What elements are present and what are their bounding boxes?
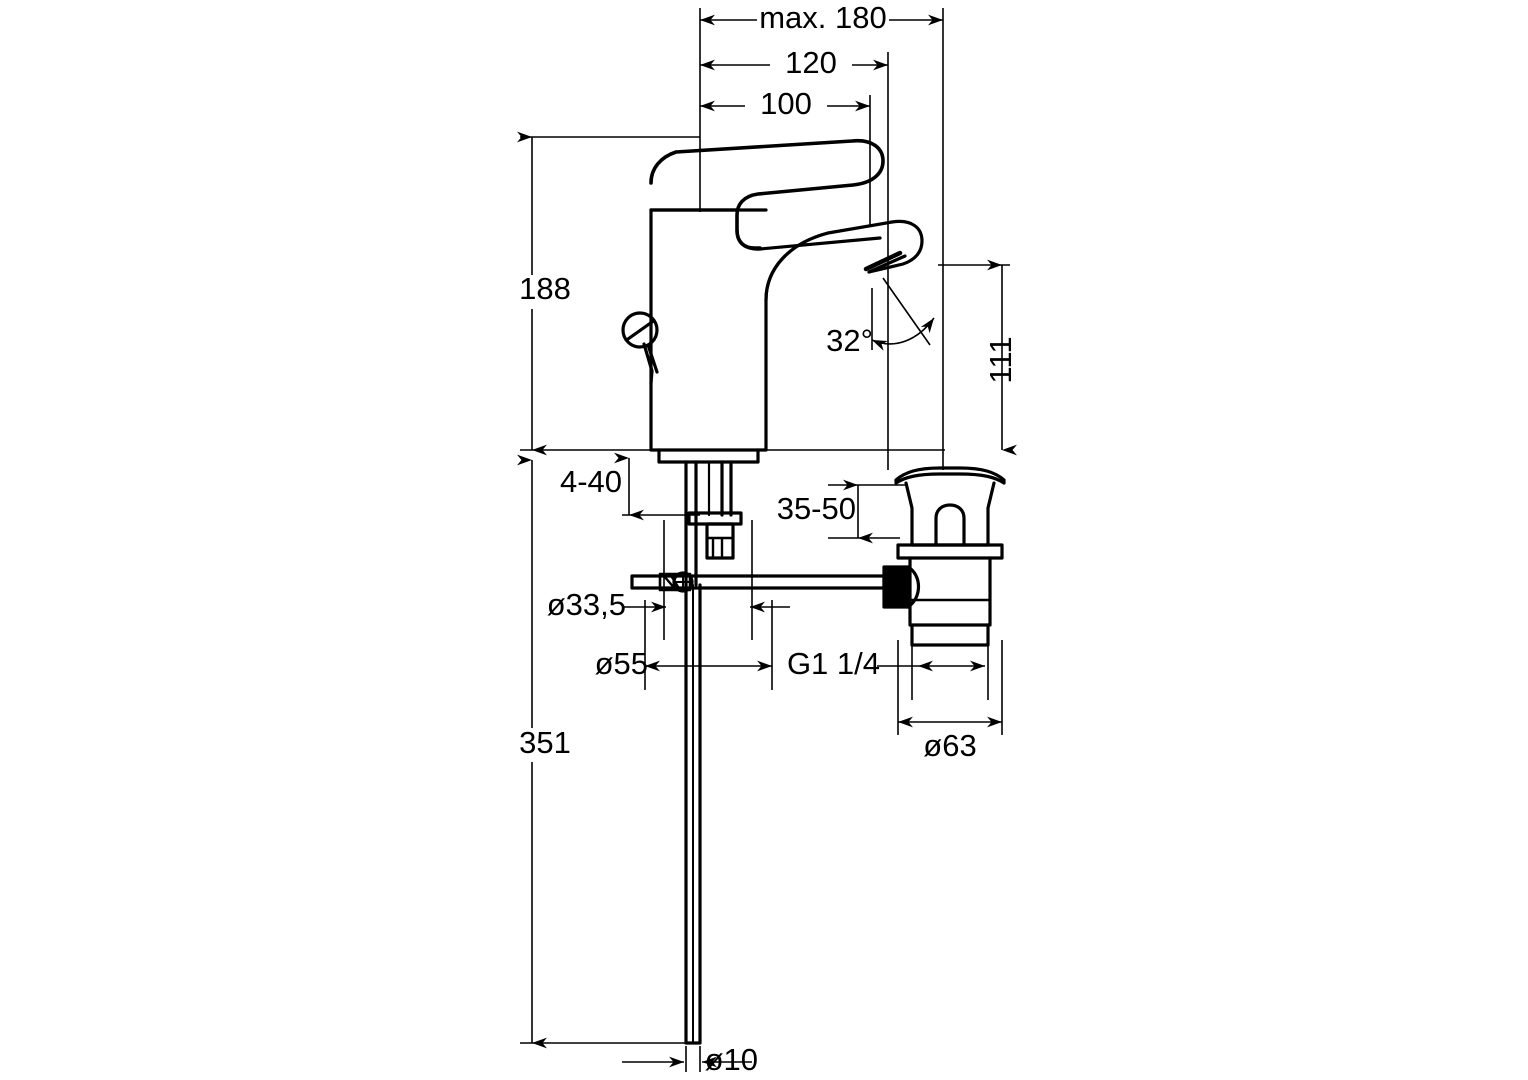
waste-body [908, 556, 992, 627]
leader-32deg [882, 277, 931, 346]
dimension-text-layer: max. 180 120 100 188 111 32° 351 4-40 35… [505, 0, 1018, 1077]
dim-label-351: 351 [519, 725, 571, 760]
dim-label-100: 100 [760, 86, 812, 121]
lever-handle-return [735, 228, 882, 251]
pullrod-stem [642, 342, 654, 385]
dim-label-flange-diameter: ø63 [923, 728, 976, 763]
pullrod-knob-slot [626, 320, 654, 341]
waste-plug-button [934, 503, 966, 547]
spout-tip-face [867, 254, 907, 274]
dim-label-tail-diameter: ø10 [705, 1042, 758, 1077]
lever-handle [649, 138, 885, 250]
dim-label-base-diameter: ø55 [595, 646, 648, 681]
dim-label-120: 120 [785, 45, 837, 80]
base-collar [657, 448, 760, 464]
pullrod-stem2 [646, 343, 659, 374]
lift-rod-clamp [662, 572, 682, 592]
waste-collar [896, 543, 1004, 560]
waste-rod-boss-curve [906, 565, 921, 609]
dim-label-35-50: 35-50 [777, 491, 856, 526]
dim-label-max-180: max. 180 [759, 0, 887, 35]
mounting-washer [687, 511, 743, 526]
waste-body-base [910, 623, 990, 647]
waste-flange [894, 466, 1006, 485]
waste-upper-body [904, 481, 996, 547]
geometry-layer [621, 138, 1006, 1045]
arc-32deg [871, 317, 935, 351]
lift-rod-pivot-cross [673, 572, 693, 592]
dimension-layer [517, 8, 1017, 1072]
dim-label-111: 111 [983, 336, 1018, 383]
dim-label-waste-thread: G1 1/4 [787, 646, 880, 681]
dim-label-4-40: 4-40 [560, 464, 622, 499]
aerator-lip [863, 250, 903, 272]
waste-rod-boss [882, 565, 910, 609]
pullrod-knob-icon [621, 311, 659, 349]
dim-label-188: 188 [519, 271, 571, 306]
mounting-nut [705, 522, 735, 560]
spout-outline [764, 219, 924, 302]
mounting-nut-slot [705, 536, 735, 558]
dim-label-hole-diameter: ø33,5 [547, 587, 626, 622]
dim-label-32-degrees: 32° [826, 323, 873, 358]
